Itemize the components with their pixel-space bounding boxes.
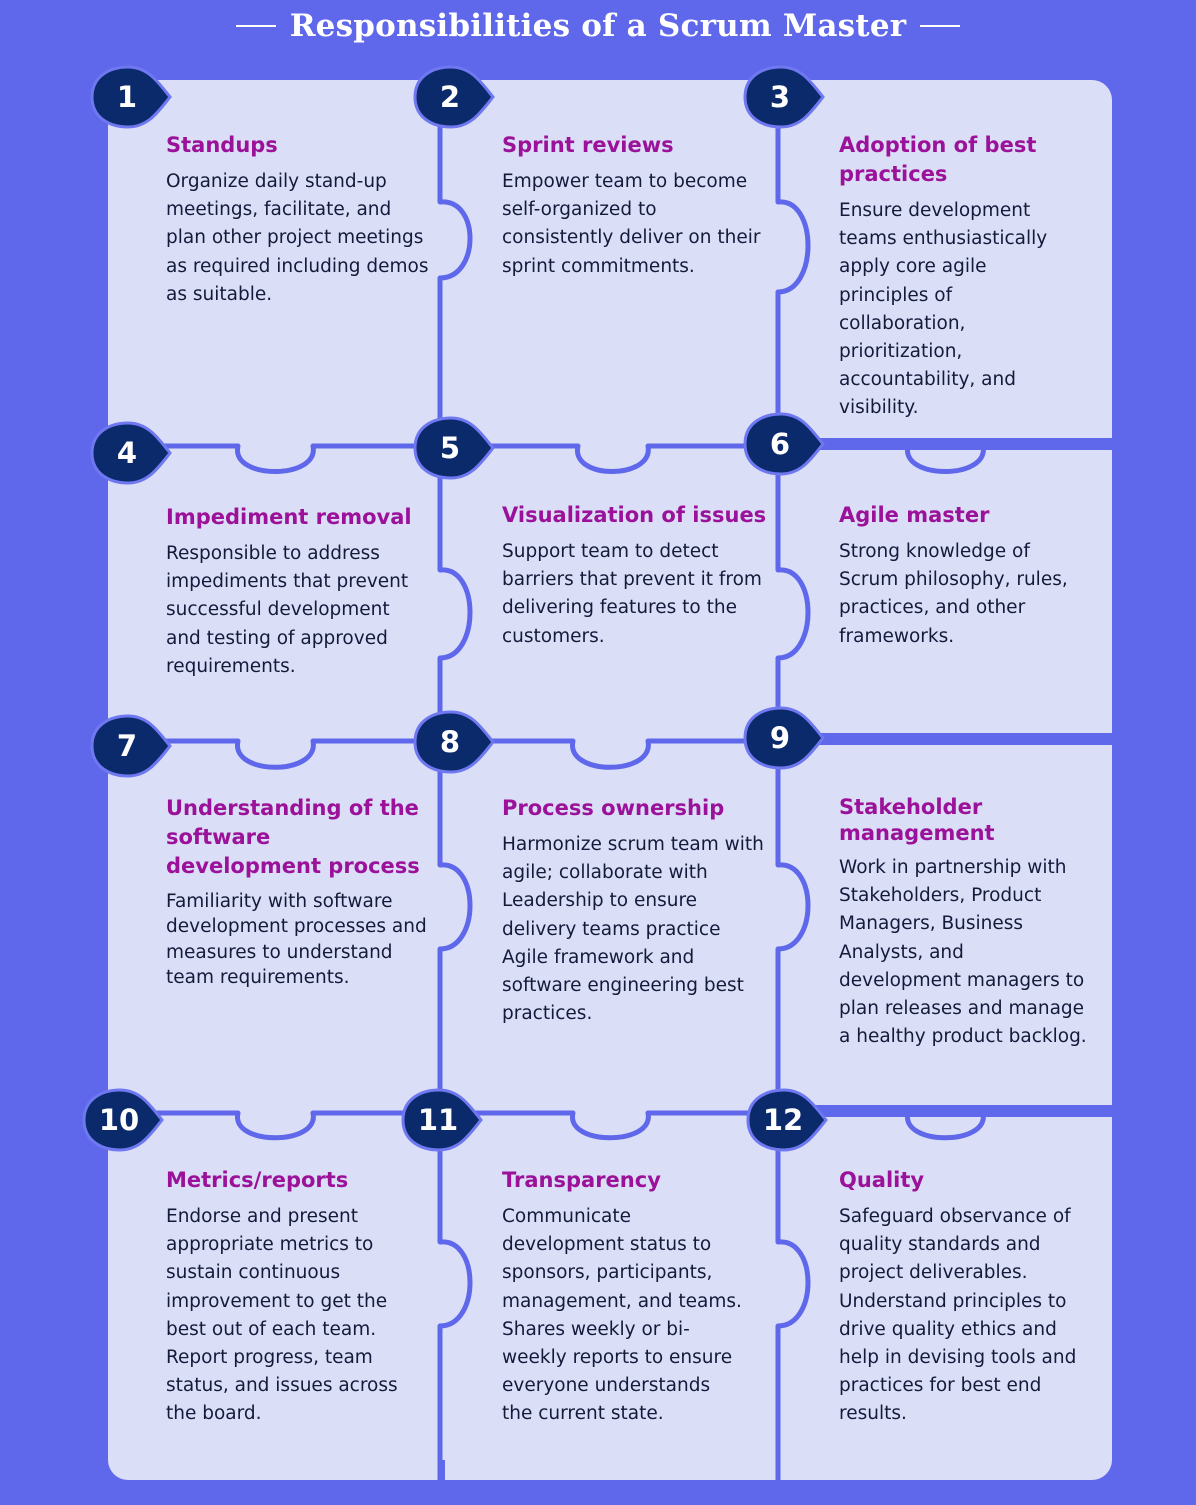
card-standups: Standups Organize daily stand-up meeting… bbox=[166, 131, 431, 309]
card-heading: Sprint reviews bbox=[502, 133, 674, 157]
card-text: Harmonize scrum team with agile; collabo… bbox=[502, 834, 764, 1025]
card-heading: Impediment removal bbox=[166, 505, 412, 529]
number-badge-4: 4 bbox=[88, 420, 172, 486]
title-right-rule bbox=[920, 25, 961, 27]
number-badge-label: 6 bbox=[769, 427, 791, 461]
title-text: Responsibilities of a Scrum Master bbox=[289, 8, 907, 44]
card-stakeholder-management: Stakeholder management Work in partnersh… bbox=[839, 794, 1089, 1051]
card-text: Safeguard observance of quality standard… bbox=[839, 1206, 1077, 1425]
number-badge-label: 11 bbox=[417, 1103, 459, 1137]
card-text: Endorse and present appropriate metrics … bbox=[166, 1206, 398, 1425]
card-heading: Standups bbox=[166, 133, 278, 157]
number-badge-11: 11 bbox=[399, 1087, 483, 1153]
number-badge-label: 1 bbox=[116, 80, 138, 114]
card-metrics-reports: Metrics/reports Endorse and present appr… bbox=[166, 1166, 426, 1429]
number-badge-8: 8 bbox=[411, 709, 495, 775]
card-adoption-of-best-practices: Adoption of best practices Ensure develo… bbox=[839, 131, 1074, 423]
puzzle-connector-lines bbox=[145, 80, 1112, 1480]
card-process-ownership: Process ownership Harmonize scrum team w… bbox=[502, 794, 766, 1028]
card-text: Support team to detect barriers that pre… bbox=[502, 541, 762, 647]
number-badge-1: 1 bbox=[88, 64, 172, 130]
card-text: Responsible to address impediments that … bbox=[166, 543, 409, 677]
number-badge-label: 3 bbox=[769, 80, 791, 114]
card-impediment-removal: Impediment removal Responsible to addres… bbox=[166, 503, 428, 681]
number-badge-label: 2 bbox=[439, 80, 461, 114]
number-badge-9: 9 bbox=[741, 705, 825, 771]
page-title: Responsibilities of a Scrum Master bbox=[0, 8, 1196, 44]
card-transparency: Transparency Communicate development sta… bbox=[502, 1166, 742, 1429]
card-text: Strong knowledge of Scrum philosophy, ru… bbox=[839, 541, 1068, 647]
card-heading: Quality bbox=[839, 1168, 925, 1192]
card-heading: Stakeholder management bbox=[839, 795, 995, 845]
number-badge-10: 10 bbox=[80, 1087, 164, 1153]
number-badge-label: 8 bbox=[439, 725, 461, 759]
number-badge-label: 4 bbox=[116, 436, 138, 470]
number-badge-label: 12 bbox=[762, 1103, 804, 1137]
card-heading: Transparency bbox=[502, 1168, 661, 1192]
number-badge-label: 9 bbox=[769, 721, 791, 755]
card-heading: Agile master bbox=[839, 503, 990, 527]
card-heading: Metrics/reports bbox=[166, 1168, 349, 1192]
card-heading: Understanding of the software developmen… bbox=[166, 796, 420, 878]
card-agile-master: Agile master Strong knowledge of Scrum p… bbox=[839, 501, 1074, 651]
card-heading: Visualization of issues bbox=[502, 503, 767, 527]
number-badge-2: 2 bbox=[411, 64, 495, 130]
puzzle-board bbox=[108, 80, 1112, 1480]
card-text: Familiarity with software development pr… bbox=[166, 891, 427, 988]
card-quality: Quality Safeguard observance of quality … bbox=[839, 1166, 1095, 1429]
card-understanding-of-the-software-development-process: Understanding of the software developmen… bbox=[166, 794, 432, 990]
number-badge-label: 5 bbox=[439, 431, 461, 465]
card-text: Communicate development status to sponso… bbox=[502, 1206, 742, 1425]
number-badge-5: 5 bbox=[411, 415, 495, 481]
card-text: Empower team to become self-organized to… bbox=[502, 171, 761, 277]
card-visualization-of-issues: Visualization of issues Support team to … bbox=[502, 501, 767, 651]
number-badge-3: 3 bbox=[741, 64, 825, 130]
number-badge-12: 12 bbox=[744, 1087, 828, 1153]
card-text: Ensure development teams enthusiasticall… bbox=[839, 200, 1048, 419]
card-heading: Adoption of best practices bbox=[839, 133, 1037, 186]
title-left-rule bbox=[235, 25, 276, 27]
number-badge-7: 7 bbox=[88, 713, 172, 779]
card-heading: Process ownership bbox=[502, 796, 725, 820]
number-badge-6: 6 bbox=[741, 411, 825, 477]
card-sprint-reviews: Sprint reviews Empower team to become se… bbox=[502, 131, 767, 281]
card-text: Work in partnership with Stakeholders, P… bbox=[839, 857, 1087, 1048]
card-text: Organize daily stand-up meetings, facili… bbox=[166, 171, 429, 305]
number-badge-label: 7 bbox=[116, 729, 138, 763]
number-badge-label: 10 bbox=[98, 1103, 140, 1137]
